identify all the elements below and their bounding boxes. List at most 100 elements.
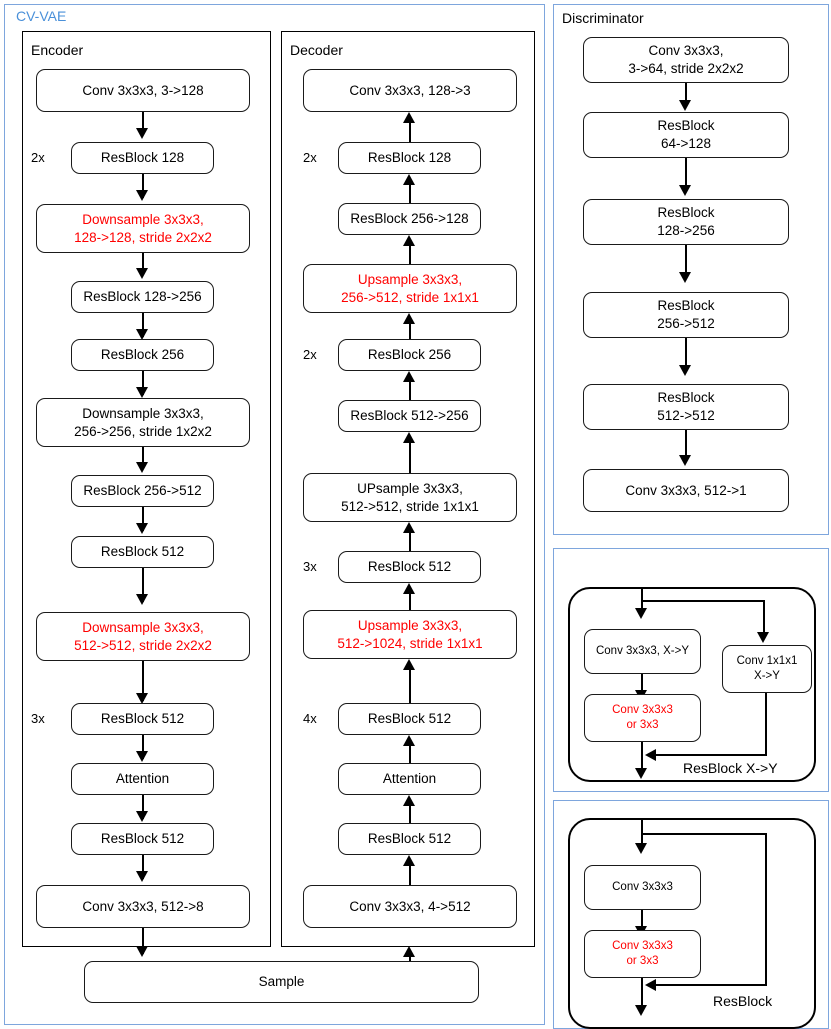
node-line2: 512->512, stride 1x1x1 bbox=[341, 498, 479, 514]
decoder-node-6[interactable]: UPsample 3x3x3, 512->512, stride 1x1x1 bbox=[303, 473, 517, 522]
decoder-node-12[interactable]: Conv 3x3x3, 4->512 bbox=[303, 885, 517, 928]
node-line1: ResBlock 512 bbox=[100, 711, 185, 727]
legend-xy-conv-main[interactable]: Conv 3x3x3, X->Y bbox=[584, 629, 701, 674]
node-line1: Downsample 3x3x3, bbox=[82, 405, 204, 421]
legend-resblock-label: ResBlock bbox=[711, 993, 775, 1009]
decoder-title: Decoder bbox=[290, 42, 343, 58]
node-line2: 512->1024, stride 1x1x1 bbox=[337, 635, 483, 651]
encoder-node-5[interactable]: Downsample 3x3x3, 256->256, stride 1x2x2 bbox=[36, 398, 250, 447]
discriminator-node-3[interactable]: ResBlock 256->512 bbox=[583, 292, 789, 338]
node-line1: ResBlock 512 bbox=[367, 831, 452, 847]
discriminator-node-0[interactable]: Conv 3x3x3, 3->64, stride 2x2x2 bbox=[583, 37, 789, 83]
node-line2: 512->512 bbox=[657, 408, 715, 423]
legend-conv-main[interactable]: Conv 3x3x3 bbox=[584, 865, 701, 910]
discriminator-node-5[interactable]: Conv 3x3x3, 512->1 bbox=[583, 469, 789, 512]
node-line1: Attention bbox=[115, 771, 170, 787]
node-line1: Upsample 3x3x3, bbox=[357, 271, 463, 287]
node-line1: ResBlock 128 bbox=[100, 150, 185, 166]
legend-resblock-box bbox=[568, 818, 816, 1029]
node-line1: ResBlock 128->256 bbox=[83, 289, 202, 305]
decoder-node-11[interactable]: ResBlock 512 bbox=[338, 823, 481, 855]
encoder-node-7[interactable]: ResBlock 512 bbox=[71, 536, 214, 568]
node-line1: Downsample 3x3x3, bbox=[82, 211, 204, 227]
node-line1: Conv 3x3x3, 3->128 bbox=[82, 82, 204, 98]
node-line1: Conv 3x3x3 bbox=[612, 880, 673, 893]
node-line1: ResBlock 512->256 bbox=[350, 408, 469, 424]
node-line1: ResBlock 128 bbox=[367, 150, 452, 166]
discriminator-title: Discriminator bbox=[562, 10, 644, 26]
node-line1: Attention bbox=[382, 771, 437, 787]
node-line1: ResBlock 256->512 bbox=[83, 483, 202, 499]
sample-label: Sample bbox=[258, 974, 305, 990]
encoder-node-2[interactable]: Downsample 3x3x3, 128->128, stride 2x2x2 bbox=[36, 204, 250, 253]
node-line1: Upsample 3x3x3, bbox=[357, 617, 463, 633]
legend-xy-conv-red[interactable]: Conv 3x3x3 or 3x3 bbox=[584, 694, 701, 742]
node-line1: ResBlock 256 bbox=[367, 347, 452, 363]
node-line1: Conv 1x1x1 bbox=[736, 654, 798, 667]
node-line2: X->Y bbox=[754, 670, 780, 682]
node-line2: 128->256 bbox=[657, 223, 715, 238]
decoder-node-1[interactable]: ResBlock 128 bbox=[338, 142, 481, 174]
decoder-mult-7: 3x bbox=[303, 559, 317, 574]
node-line1: ResBlock 256->128 bbox=[350, 211, 469, 227]
decoder-node-10[interactable]: Attention bbox=[338, 763, 481, 795]
decoder-node-7[interactable]: ResBlock 512 bbox=[338, 551, 481, 583]
node-line2: 3->64, stride 2x2x2 bbox=[628, 61, 744, 76]
node-line2: 256->512, stride 1x1x1 bbox=[341, 289, 479, 305]
node-line1: ResBlock 512 bbox=[100, 831, 185, 847]
node-line1: Conv 3x3x3, 4->512 bbox=[349, 898, 471, 914]
node-line2: 128->128, stride 2x2x2 bbox=[74, 229, 212, 245]
encoder-node-3[interactable]: ResBlock 128->256 bbox=[71, 281, 214, 313]
node-line1: Conv 3x3x3, 512->8 bbox=[82, 898, 204, 914]
encoder-node-0[interactable]: Conv 3x3x3, 3->128 bbox=[36, 69, 250, 112]
encoder-node-6[interactable]: ResBlock 256->512 bbox=[71, 475, 214, 507]
node-line1: ResBlock 256 bbox=[100, 347, 185, 363]
discriminator-panel bbox=[553, 4, 829, 535]
node-line2: 256->256, stride 1x2x2 bbox=[74, 423, 212, 439]
encoder-node-9[interactable]: ResBlock 512 bbox=[71, 703, 214, 735]
decoder-node-0[interactable]: Conv 3x3x3, 128->3 bbox=[303, 69, 517, 112]
node-line1: Conv 3x3x3, bbox=[648, 43, 724, 59]
node-line1: ResBlock bbox=[657, 390, 715, 406]
node-line1: ResBlock 512 bbox=[367, 559, 452, 575]
encoder-node-8[interactable]: Downsample 3x3x3, 512->512, stride 2x2x2 bbox=[36, 612, 250, 661]
encoder-mult-9: 3x bbox=[31, 711, 45, 726]
node-line2: or 3x3 bbox=[626, 955, 659, 967]
decoder-mult-9: 4x bbox=[303, 711, 317, 726]
encoder-node-12[interactable]: Conv 3x3x3, 512->8 bbox=[36, 885, 250, 928]
discriminator-node-2[interactable]: ResBlock 128->256 bbox=[583, 199, 789, 245]
node-line1: Conv 3x3x3, 128->3 bbox=[349, 82, 471, 98]
node-line2: 256->512 bbox=[657, 316, 715, 331]
legend-conv-red[interactable]: Conv 3x3x3 or 3x3 bbox=[584, 930, 701, 978]
decoder-node-3[interactable]: Upsample 3x3x3, 256->512, stride 1x1x1 bbox=[303, 264, 517, 313]
encoder-node-10[interactable]: Attention bbox=[71, 763, 214, 795]
sample-node[interactable]: Sample bbox=[84, 961, 479, 1003]
decoder-node-2[interactable]: ResBlock 256->128 bbox=[338, 203, 481, 235]
node-line1: Conv 3x3x3, X->Y bbox=[595, 644, 689, 657]
node-line1: ResBlock bbox=[657, 298, 715, 314]
decoder-node-5[interactable]: ResBlock 512->256 bbox=[338, 400, 481, 432]
decoder-node-9[interactable]: ResBlock 512 bbox=[338, 703, 481, 735]
node-line1: Conv 3x3x3 bbox=[612, 939, 673, 952]
cvvae-title: CV-VAE bbox=[16, 8, 67, 24]
node-line1: ResBlock bbox=[657, 118, 715, 134]
decoder-node-4[interactable]: ResBlock 256 bbox=[338, 339, 481, 371]
node-line1: Conv 3x3x3, 512->1 bbox=[625, 482, 747, 498]
node-line1: UPsample 3x3x3, bbox=[357, 480, 463, 496]
node-line1: Conv 3x3x3 bbox=[612, 703, 673, 716]
discriminator-node-1[interactable]: ResBlock 64->128 bbox=[583, 112, 789, 158]
node-line2: or 3x3 bbox=[626, 719, 659, 731]
decoder-node-8[interactable]: Upsample 3x3x3, 512->1024, stride 1x1x1 bbox=[303, 610, 517, 659]
legend-xy-conv-skip[interactable]: Conv 1x1x1 X->Y bbox=[722, 645, 812, 693]
encoder-node-1[interactable]: ResBlock 128 bbox=[71, 142, 214, 174]
node-line1: ResBlock bbox=[657, 205, 715, 221]
encoder-title: Encoder bbox=[31, 42, 84, 58]
encoder-mult-1: 2x bbox=[31, 150, 45, 165]
node-line1: Downsample 3x3x3, bbox=[82, 619, 204, 635]
encoder-node-4[interactable]: ResBlock 256 bbox=[71, 339, 214, 371]
encoder-node-11[interactable]: ResBlock 512 bbox=[71, 823, 214, 855]
node-line2: 64->128 bbox=[661, 136, 711, 151]
decoder-mult-4: 2x bbox=[303, 347, 317, 362]
discriminator-node-4[interactable]: ResBlock 512->512 bbox=[583, 384, 789, 430]
